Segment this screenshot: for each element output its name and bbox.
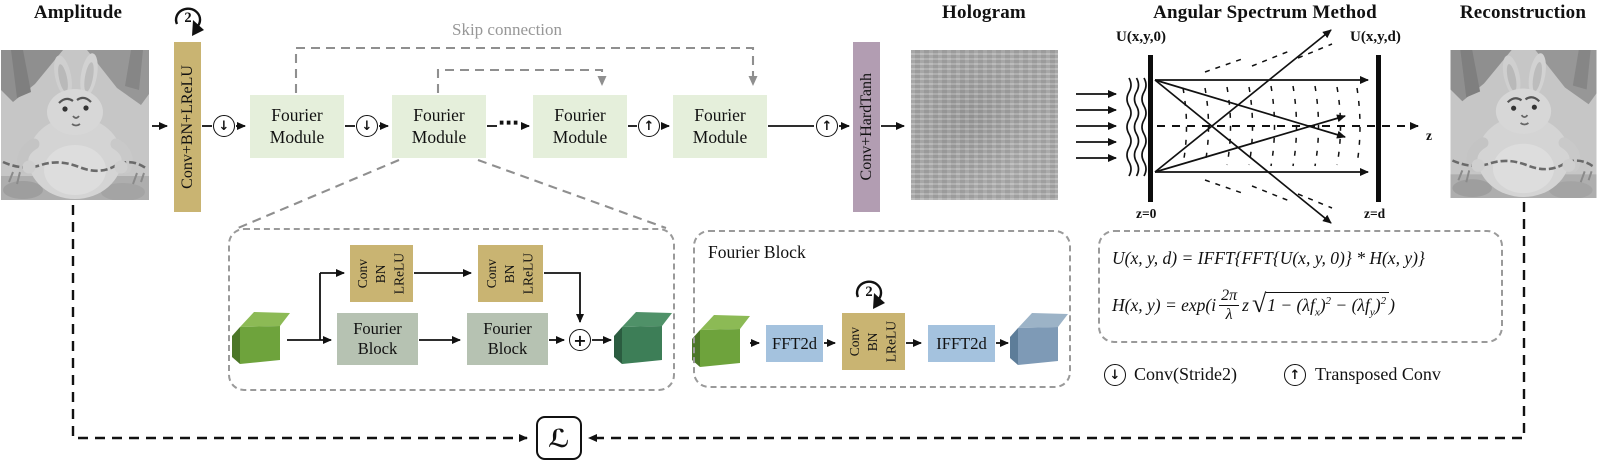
loss-path: [71, 202, 1526, 442]
repeat-arrow-icon: [855, 280, 885, 309]
asm-title: Angular Spectrum Method: [1153, 2, 1377, 23]
repeat-count: 2: [184, 10, 192, 26]
downsample-legend-icon: ↓: [1104, 364, 1126, 386]
radical: √ 1 − (λfx)2 − (λfy)2: [1252, 290, 1390, 320]
asm-z-axis-label: z: [1426, 128, 1432, 143]
add-icon: +: [569, 329, 591, 351]
skip-connection-lines: [294, 46, 758, 93]
output-conv-block: Conv+HardTanh: [853, 42, 880, 212]
loss-box: ℒ: [536, 416, 582, 460]
ifft2d-box: IFFT2d: [928, 325, 995, 362]
fourier-module-3: Fourier Module: [533, 95, 627, 158]
feature-cube-green-2: [692, 315, 750, 367]
repeat-count: 2: [865, 284, 873, 300]
module-detail-fourier-block-1: Fourier Block: [337, 313, 418, 365]
fourier-module-2: Fourier Module: [392, 95, 486, 158]
module-detail-wires: [287, 269, 612, 344]
feature-cube-green: [232, 312, 290, 364]
fourier-block-detail-title: Fourier Block: [708, 242, 806, 262]
feature-cube-teal: [614, 312, 672, 364]
more-modules-ellipsis: ⋯: [498, 111, 519, 135]
module-detail-conv1: Conv BN LReLU: [350, 245, 413, 302]
module-detail-fourier-block-2: Fourier Block: [467, 313, 548, 365]
amplitude-image: [1, 50, 149, 200]
upsample-icon: ↑: [816, 115, 838, 137]
hologram-image: [911, 50, 1058, 200]
fft2d-box: FFT2d: [766, 325, 823, 362]
skip-connection-label: Skip connection: [452, 20, 563, 39]
asm-diagram: [1076, 29, 1419, 224]
fourier-block-conv: Conv BN LReLU: [842, 313, 905, 370]
module-detail-conv2: Conv BN LReLU: [478, 245, 543, 302]
equations-box: [1098, 230, 1503, 343]
asm-u-out-label: U(x,y,d): [1350, 29, 1401, 45]
downsample-icon: ↓: [356, 115, 378, 137]
asm-z0-label: z=0: [1136, 206, 1157, 221]
upsample-legend-icon: ↑: [1284, 364, 1306, 386]
downsample-icon: ↓: [213, 115, 235, 137]
hologram-title: Hologram: [942, 2, 1026, 23]
asm-equation-2: H(x, y) = exp(i 2π λ z √ 1 − (λfx)2 − (λ…: [1112, 287, 1395, 323]
asm-zd-label: z=d: [1364, 206, 1386, 221]
asm-equation-1: U(x, y, d) = IFFT{FFT{U(x, y, 0)} * H(x,…: [1112, 248, 1425, 268]
input-conv-block: Conv+BN+LReLU: [174, 42, 201, 212]
upsample-legend-label: Transposed Conv: [1315, 364, 1441, 384]
fourier-block-detail-box: [693, 230, 1071, 388]
upsample-icon: ↑: [638, 115, 660, 137]
expansion-lines: [237, 159, 667, 229]
downsample-legend-label: Conv(Stride2): [1134, 364, 1237, 384]
reconstruction-title: Reconstruction: [1459, 2, 1587, 23]
fourier-module-4: Fourier Module: [673, 95, 767, 158]
repeat-arrow-icon: [174, 7, 204, 36]
reconstruction-image: [1450, 50, 1597, 198]
amplitude-title: Amplitude: [33, 2, 123, 23]
fourier-module-detail-box: [228, 228, 675, 391]
feature-cube-blue: [1010, 313, 1068, 365]
fraction: 2π λ: [1219, 287, 1240, 323]
asm-u-in-label: U(x,y,0): [1116, 29, 1166, 45]
fourier-module-1: Fourier Module: [250, 95, 344, 158]
